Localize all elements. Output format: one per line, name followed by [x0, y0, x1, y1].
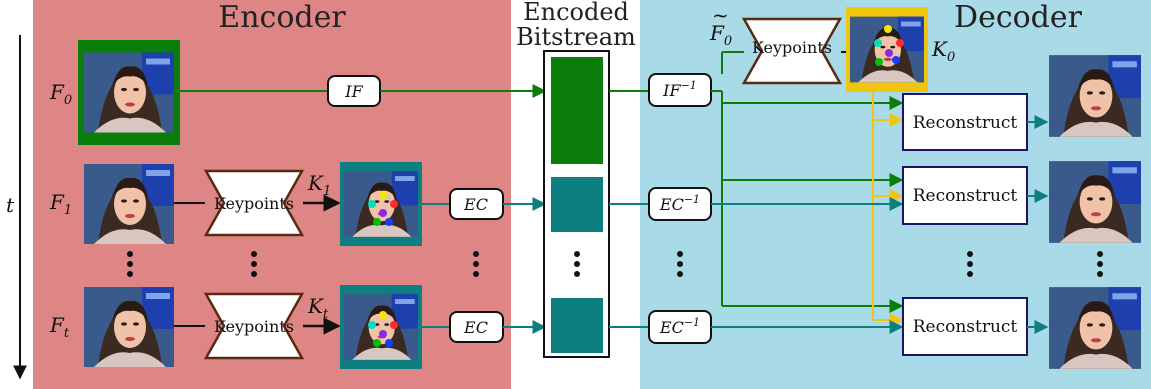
kp-dots-t [368, 311, 398, 347]
output-frame-1 [1049, 161, 1141, 243]
decoder-title: Decoder [954, 0, 1083, 35]
reconstruct-block-0 [902, 93, 1028, 151]
ec-label-1: EC [463, 195, 488, 214]
kp-frame-t-thumbnail [344, 294, 418, 360]
keypoints-label-1: Keypoints [214, 194, 294, 213]
output-ellipsis [1097, 251, 1103, 277]
decoder-reconstruct-ellipsis [967, 251, 973, 277]
reconstruct-label-0: Reconstruct [913, 113, 1018, 133]
reconstruct-label-t: Reconstruct [913, 317, 1018, 337]
frame-1-thumbnail [84, 164, 174, 244]
decoded-frame-tilde: ~ [712, 3, 729, 27]
reconstruct-block-1 [902, 166, 1028, 225]
output-frame-t [1049, 287, 1141, 369]
keypoints-label-decoder: Keypoints [752, 38, 832, 57]
frame-t-thumbnail [84, 287, 174, 367]
kp-frame-1-thumbnail [344, 171, 418, 237]
keypoint-label-t: Kt [307, 294, 329, 322]
bitstream-ellipsis [574, 251, 580, 277]
frame-label-1: F1 [49, 190, 72, 218]
time-axis-label: t [6, 193, 15, 217]
decoder-inverse-ellipsis [677, 251, 683, 277]
bitstream-packet-1 [551, 177, 603, 232]
decoded-frame-label: F0 [709, 21, 732, 49]
ec-label-t: EC [463, 318, 488, 337]
keypoints-label-t: Keypoints [214, 317, 294, 336]
output-frame-0 [1049, 55, 1141, 137]
bitstream-title-line1: Encoded [523, 0, 629, 26]
reconstruct-label-1: Reconstruct [913, 186, 1018, 206]
frame-0-thumbnail [84, 52, 174, 133]
encoder-ellipsis [127, 251, 479, 277]
if-inverse-label: IF−1 [662, 79, 697, 100]
ec-inverse-label-t: EC−1 [659, 316, 700, 337]
kp-dots-0 [874, 25, 904, 66]
frame-label-0: F0 [49, 80, 72, 108]
keypoint-label-0: K0 [931, 37, 955, 65]
encoder-title: Encoder [218, 0, 346, 35]
bitstream-packet-t [551, 298, 603, 353]
ec-inverse-label-1: EC−1 [659, 193, 700, 214]
bitstream-title-line2: Bitstream [516, 23, 636, 51]
frame-label-t: Ft [49, 313, 70, 341]
kp-dots-1 [368, 191, 398, 226]
if-label: IF [344, 82, 363, 101]
bitstream-intra-packet [551, 57, 603, 164]
keypoint-label-1: K1 [307, 171, 331, 199]
